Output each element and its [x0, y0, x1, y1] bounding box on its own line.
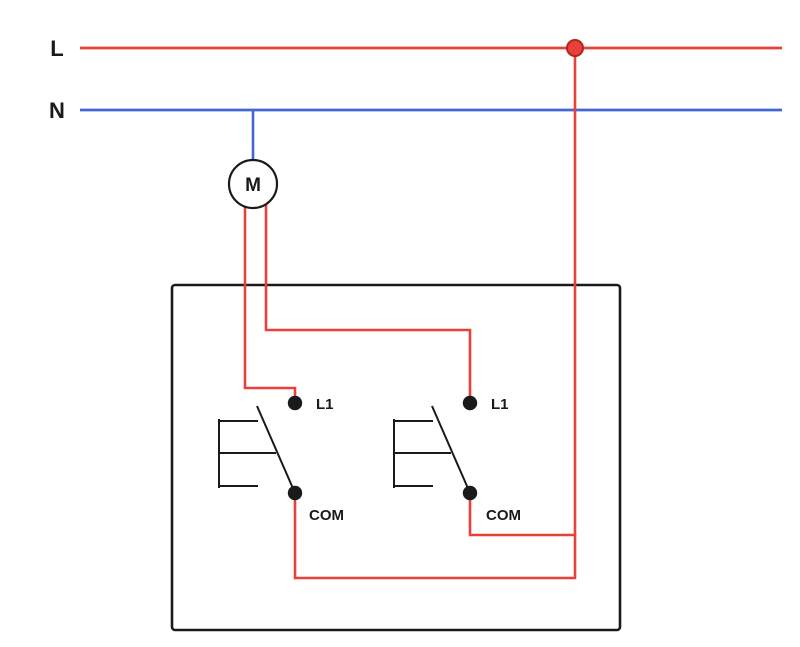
switch2-l1-label: L1 — [491, 396, 509, 413]
neutral-bus-label: N — [49, 98, 65, 123]
switch1-com-terminal — [287, 485, 303, 501]
switch1-lever — [256, 405, 296, 494]
switch-1: L1 COM — [218, 395, 344, 524]
live-wires — [80, 46, 782, 580]
switch2-l1-terminal — [462, 395, 478, 411]
motor-to-switch1-l1-wire — [243, 206, 297, 403]
live-junction-dot — [566, 39, 584, 57]
motor-symbol — [227, 158, 279, 210]
live-bus-label: L — [50, 36, 63, 61]
switch1-l1-terminal — [287, 395, 303, 411]
switch1-com-label: COM — [309, 507, 344, 524]
neutral-wires — [80, 108, 782, 161]
switch2-com-return-wire — [468, 493, 577, 537]
motor-to-switch2-l1-wire — [264, 204, 472, 403]
switch-enclosure-box — [170, 283, 622, 632]
switch2-lever — [431, 405, 471, 494]
motor-label: M — [245, 175, 261, 196]
junction-dot-group — [566, 39, 584, 57]
switch-2: L1 COM — [393, 395, 521, 524]
switch1-l1-label: L1 — [316, 396, 334, 413]
switch2-com-label: COM — [486, 507, 521, 524]
live-feed-wire — [294, 48, 577, 580]
switch2-com-terminal — [462, 485, 478, 501]
